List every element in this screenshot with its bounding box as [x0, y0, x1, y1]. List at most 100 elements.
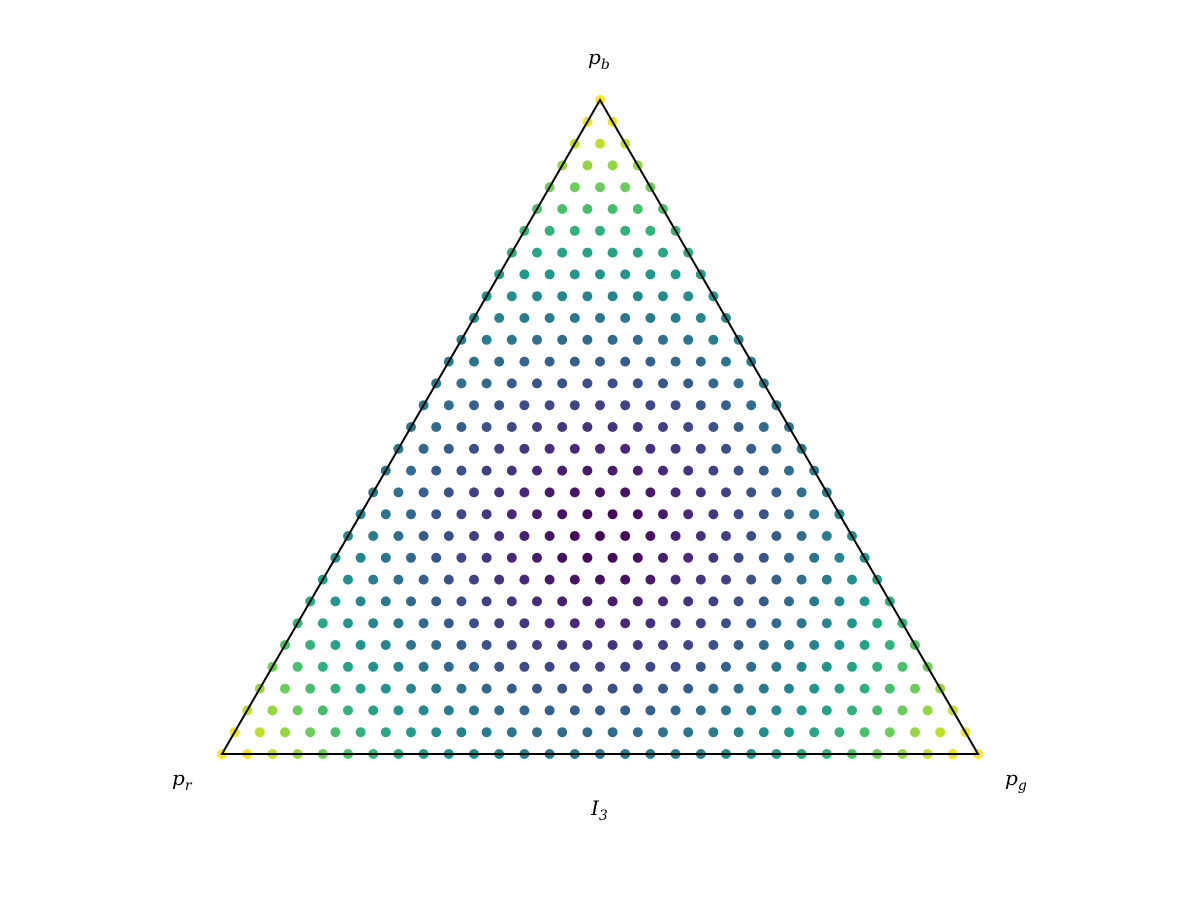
data-point: [557, 727, 568, 738]
data-point: [582, 683, 593, 694]
data-point: [645, 618, 656, 629]
data-point: [305, 683, 316, 694]
data-point: [431, 640, 442, 650]
data-point: [733, 596, 744, 607]
data-point: [670, 356, 681, 367]
data-point: [569, 269, 580, 280]
data-point: [821, 705, 832, 716]
data-point: [645, 574, 656, 585]
data-point: [595, 443, 605, 454]
data-point: [380, 552, 391, 563]
data-point: [632, 683, 643, 694]
data-point: [557, 683, 568, 694]
data-point: [821, 618, 832, 629]
data-point: [582, 422, 593, 432]
data-point: [620, 269, 631, 280]
data-point: [431, 683, 442, 694]
data-point: [317, 705, 328, 716]
data-point: [418, 443, 429, 454]
data-point: [443, 705, 454, 716]
data-point: [506, 552, 517, 563]
data-point: [670, 400, 681, 411]
data-point: [658, 683, 668, 694]
data-point: [355, 683, 366, 694]
data-point: [506, 465, 517, 476]
data-point: [569, 400, 580, 411]
data-point: [469, 531, 479, 541]
data-point: [557, 552, 568, 563]
data-point: [317, 661, 328, 672]
data-point: [683, 465, 694, 476]
data-point: [620, 661, 631, 672]
data-point: [708, 509, 719, 520]
data-point: [431, 596, 442, 607]
data-point: [368, 661, 379, 672]
data-point: [859, 727, 870, 738]
data-point: [721, 661, 731, 672]
data-point: [632, 727, 643, 738]
data-point: [784, 465, 794, 476]
data-point: [544, 705, 555, 716]
data-point: [355, 640, 366, 650]
data-point: [607, 509, 618, 520]
data-point: [456, 596, 467, 607]
data-point: [406, 596, 416, 607]
data-point: [809, 552, 820, 563]
data-point: [758, 465, 769, 476]
data-point: [343, 661, 353, 672]
data-point: [721, 487, 731, 498]
data-point: [834, 640, 845, 650]
data-point: [393, 574, 404, 585]
data-point: [519, 661, 530, 672]
data-point: [796, 705, 807, 716]
data-point: [368, 705, 379, 716]
data-point: [280, 683, 290, 694]
data-point: [721, 356, 731, 367]
data-point: [847, 618, 857, 629]
data-point: [582, 247, 593, 258]
data-point: [658, 465, 668, 476]
data-point: [708, 552, 719, 563]
data-point: [481, 422, 492, 432]
data-point: [746, 574, 757, 585]
data-point: [620, 531, 631, 541]
data-point: [582, 727, 593, 738]
data-point: [784, 509, 794, 520]
data-point: [519, 443, 530, 454]
data-point: [569, 487, 580, 498]
data-point: [494, 574, 505, 585]
data-point: [708, 727, 719, 738]
data-point: [645, 269, 656, 280]
data-point: [368, 618, 379, 629]
data-point: [708, 683, 719, 694]
data-point: [620, 356, 631, 367]
data-point: [595, 313, 605, 323]
data-point: [519, 618, 530, 629]
data-point: [418, 705, 429, 716]
data-point: [683, 378, 694, 389]
data-point: [519, 356, 530, 367]
data-point: [607, 160, 618, 171]
data-point: [721, 400, 731, 411]
data-point: [532, 334, 542, 345]
data-point: [343, 574, 353, 585]
data-point: [330, 596, 341, 607]
data-point: [721, 618, 731, 629]
data-point: [494, 356, 505, 367]
data-point: [683, 727, 694, 738]
data-point: [330, 683, 341, 694]
data-point: [607, 204, 618, 214]
data-point: [746, 400, 757, 411]
data-point: [645, 487, 656, 498]
data-point: [494, 705, 505, 716]
data-point: [632, 509, 643, 520]
data-point: [683, 334, 694, 345]
data-point: [607, 247, 618, 258]
data-point: [733, 727, 744, 738]
data-point: [695, 356, 706, 367]
data-point: [658, 596, 668, 607]
data-point: [683, 509, 694, 520]
data-point: [469, 400, 479, 411]
data-point: [620, 443, 631, 454]
data-point: [708, 465, 719, 476]
